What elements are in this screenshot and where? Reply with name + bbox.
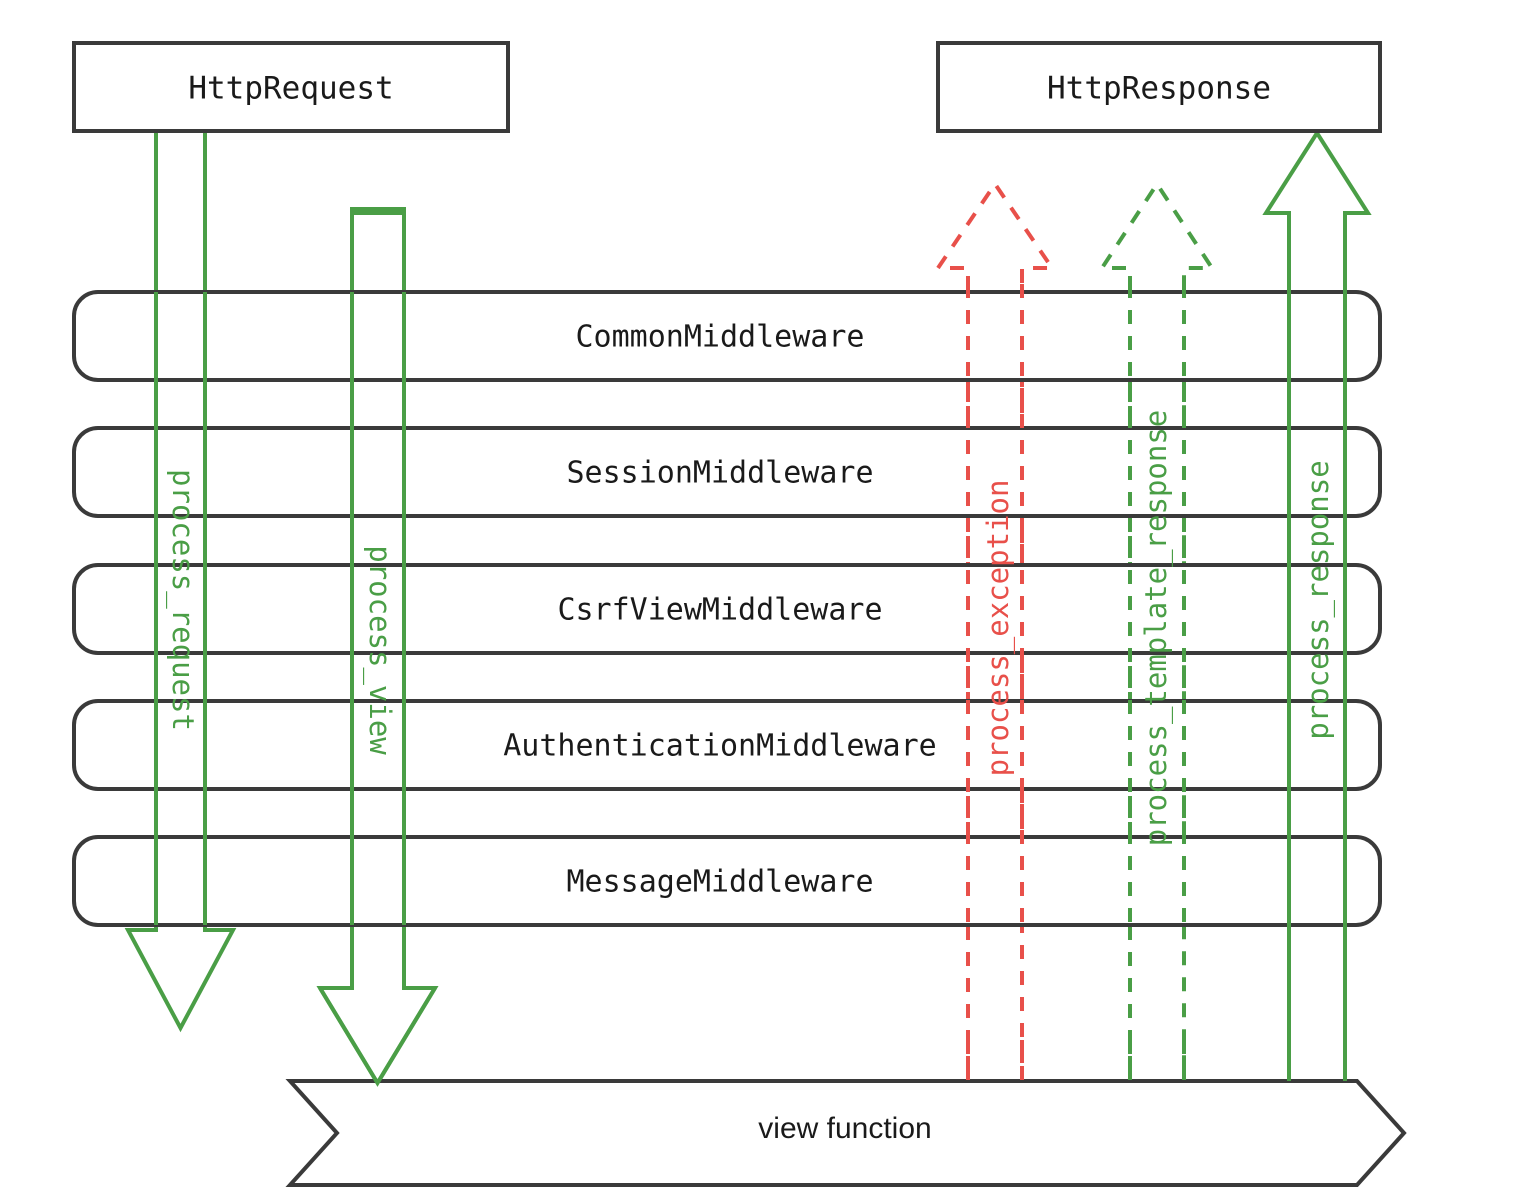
- middleware-label: SessionMiddleware: [566, 456, 873, 491]
- flow-process-request: [124, 129, 237, 1033]
- process-view-label-group: process_view: [362, 545, 397, 755]
- middleware-label: MessageMiddleware: [566, 865, 873, 900]
- arrow-tips-on-banner: [318, 986, 1347, 1087]
- process-template-response-label: process_template_response: [1139, 410, 1174, 847]
- http-response-box: HttpResponse: [936, 41, 1382, 133]
- middleware-row[interactable]: AuthenticationMiddleware: [72, 699, 1382, 791]
- process-request-arrow: [124, 129, 237, 1033]
- process-exception-label: process_exception: [981, 480, 1016, 777]
- view-function-banner[interactable]: view function: [285, 1079, 1407, 1187]
- http-request-box: HttpRequest: [72, 41, 510, 133]
- flow-overlay-lines: [154, 284, 1347, 930]
- process-response-label: process_response: [1301, 460, 1336, 739]
- process-view-label: process_view: [362, 545, 397, 755]
- middleware-row[interactable]: SessionMiddleware: [72, 426, 1382, 518]
- middleware-row[interactable]: CsrfViewMiddleware: [72, 563, 1382, 655]
- process-response-label-group: process_response: [1301, 460, 1336, 739]
- middleware-row[interactable]: MessageMiddleware: [72, 835, 1382, 927]
- process-request-label: process_request: [165, 469, 200, 731]
- middleware-label: CommonMiddleware: [576, 320, 865, 355]
- process-view-cap: [350, 207, 406, 213]
- process-request-label-group: process_request: [165, 469, 200, 731]
- view-function-label: view function: [758, 1112, 931, 1145]
- middleware-row[interactable]: CommonMiddleware: [72, 290, 1382, 382]
- http-request-label: HttpRequest: [188, 71, 393, 107]
- middleware-label: CsrfViewMiddleware: [557, 593, 882, 628]
- process-exception-label-group: process_exception: [981, 480, 1016, 777]
- process-template-response-label-group: process_template_response: [1139, 410, 1174, 847]
- middleware-label: AuthenticationMiddleware: [503, 729, 936, 764]
- http-response-label: HttpResponse: [1047, 71, 1271, 107]
